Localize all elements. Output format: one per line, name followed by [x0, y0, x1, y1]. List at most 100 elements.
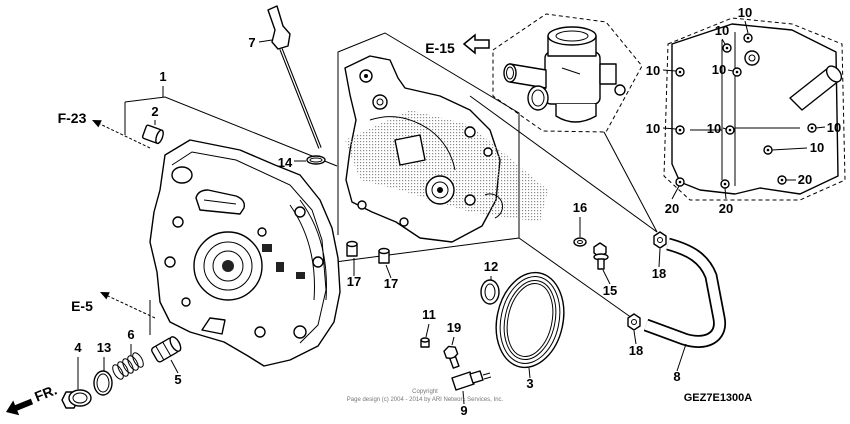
strainer-part-5	[151, 336, 182, 363]
callout-6: 6	[127, 327, 134, 342]
dowel-pin	[378, 247, 390, 264]
leader-line	[662, 69, 677, 72]
callout-5: 5	[174, 372, 181, 387]
callout-20: 20	[665, 201, 679, 216]
leader-line	[451, 336, 455, 346]
callout-10: 10	[810, 140, 824, 155]
oil-dipstick	[267, 5, 322, 149]
bolt	[743, 33, 753, 43]
callout-20: 20	[719, 201, 733, 216]
leader-line	[170, 359, 179, 374]
bolt	[675, 177, 685, 187]
callout-11: 11	[422, 307, 436, 322]
drain-plug-part-4	[61, 389, 92, 409]
callout-10: 10	[738, 5, 752, 20]
callout-8: 8	[673, 369, 680, 384]
o-ring-part-14	[306, 155, 326, 165]
leader-line	[724, 187, 727, 200]
bracket-line	[334, 237, 520, 263]
callout-10: 10	[707, 121, 721, 136]
front-label: FR.	[32, 381, 59, 404]
callout-19: 19	[447, 320, 461, 335]
callout-17: 17	[347, 274, 361, 289]
leader-line	[676, 343, 687, 372]
bracket-line	[469, 95, 658, 233]
spring-part-6	[112, 352, 144, 380]
callout-18: 18	[652, 266, 666, 281]
callout-10: 10	[646, 121, 660, 136]
bracket-line	[518, 237, 633, 319]
callout-3: 3	[526, 376, 533, 391]
leader-line	[722, 127, 727, 130]
copyright-line-1: Copyright	[412, 389, 438, 395]
hose-clamp	[653, 231, 667, 249]
leader-line	[744, 20, 749, 34]
leader-line	[462, 390, 465, 405]
callout-13: 13	[97, 340, 111, 355]
leader-line	[602, 269, 611, 285]
leader-line	[528, 367, 531, 379]
leader-line	[658, 248, 661, 268]
oil-fitting-part-2	[141, 124, 164, 145]
bolt	[720, 179, 730, 189]
bolt	[725, 125, 735, 135]
callout-10: 10	[712, 62, 726, 77]
callout-17: 17	[384, 276, 398, 291]
gasket-ring-part-3	[495, 271, 565, 369]
leader-line	[425, 323, 430, 338]
bolt-part-19	[443, 345, 460, 369]
dowel-pin	[346, 240, 358, 257]
right-crankcase-cover	[663, 17, 846, 201]
callout-10: 10	[715, 23, 729, 38]
crankcase-cover	[344, 55, 548, 243]
stipple-shading	[345, 110, 548, 222]
bolt	[763, 145, 773, 155]
callout-16: 16	[573, 200, 587, 215]
diagram-code: GEZ7E1300A	[684, 392, 753, 404]
callout-12: 12	[484, 259, 498, 274]
leader-line	[727, 69, 734, 72]
callout-4: 4	[74, 340, 82, 355]
callout-10: 10	[827, 120, 841, 135]
callout-labels: 1 2 7 14 17 17 12 11 19 3 9 16 15 18 18 …	[74, 5, 841, 418]
crankcase-left-half	[149, 139, 341, 367]
leader-line	[385, 264, 392, 279]
sensor-part-9	[451, 370, 492, 391]
washer-part-16	[573, 237, 587, 247]
reference-arrow-e5	[100, 292, 156, 319]
hose-clamp	[627, 313, 641, 331]
copyright-line-2: Page design (c) 2004 - 2014 by ARI Netwo…	[347, 397, 504, 403]
bracket-line	[337, 32, 520, 238]
callout-20: 20	[798, 172, 812, 187]
callout-9: 9	[460, 403, 467, 418]
leader-line	[721, 38, 726, 45]
bracket-line	[124, 96, 338, 167]
leader-line	[671, 185, 680, 200]
bolt	[777, 175, 787, 185]
bolt	[722, 43, 732, 53]
reference-label-f23: F-23	[58, 110, 87, 126]
leader-line	[662, 127, 677, 130]
callout-2: 2	[151, 104, 158, 119]
dowel-part-11	[420, 337, 430, 348]
bracket-line	[603, 131, 658, 233]
leader-line	[258, 39, 273, 43]
bolt	[807, 123, 817, 133]
bolt	[675, 67, 685, 77]
reference-arrow-f23	[92, 120, 151, 149]
carburetor	[492, 13, 643, 133]
callout-14: 14	[278, 155, 293, 170]
bolt	[732, 67, 742, 77]
bolt	[675, 125, 685, 135]
front-direction-arrow	[6, 398, 34, 416]
reference-label-e15: E-15	[425, 40, 455, 56]
assembly-bracket-lines	[124, 32, 658, 335]
leader-line	[771, 147, 808, 151]
cover-bolts	[662, 20, 826, 200]
callout-18: 18	[629, 343, 643, 358]
o-ring-part-13	[93, 370, 113, 396]
callout-1: 1	[159, 69, 166, 84]
callout-10: 10	[646, 63, 660, 78]
reference-arrow-e15	[462, 33, 490, 55]
